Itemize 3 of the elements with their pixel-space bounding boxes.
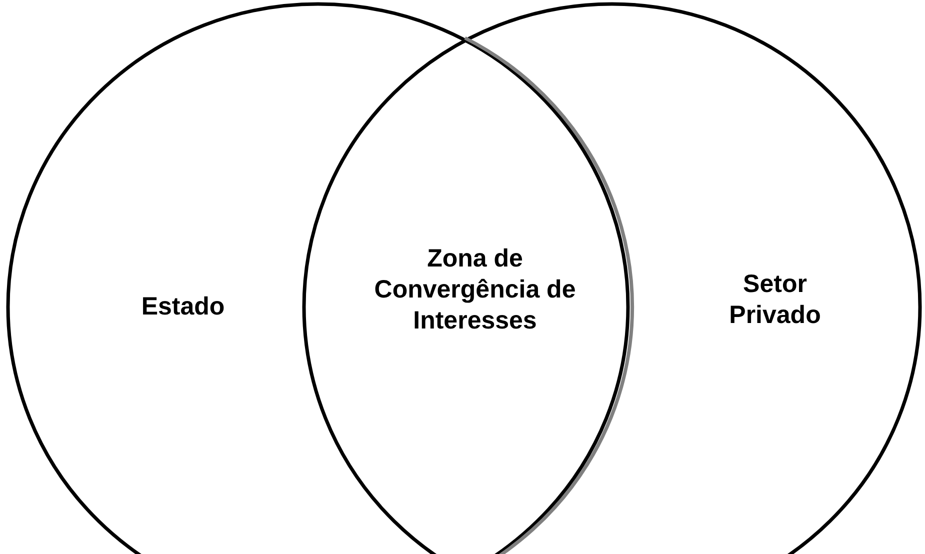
set-label: Setor Privado xyxy=(728,269,822,331)
overlap-label: Zona de Convergência de Interesses xyxy=(373,244,577,336)
set-label: Estado xyxy=(140,292,226,322)
